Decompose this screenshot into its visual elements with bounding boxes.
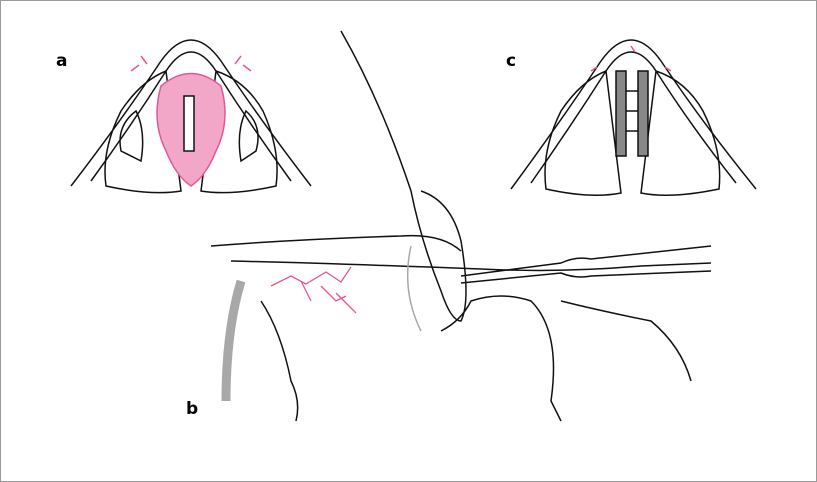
panel-label-b: b — [186, 399, 199, 419]
panel-b-lateral-view — [210, 30, 712, 422]
panel-label-c: c — [506, 51, 517, 71]
panel-label-a: a — [56, 51, 68, 71]
panel-c-cross-section — [510, 39, 757, 196]
panel-a-cross-section — [70, 39, 312, 194]
